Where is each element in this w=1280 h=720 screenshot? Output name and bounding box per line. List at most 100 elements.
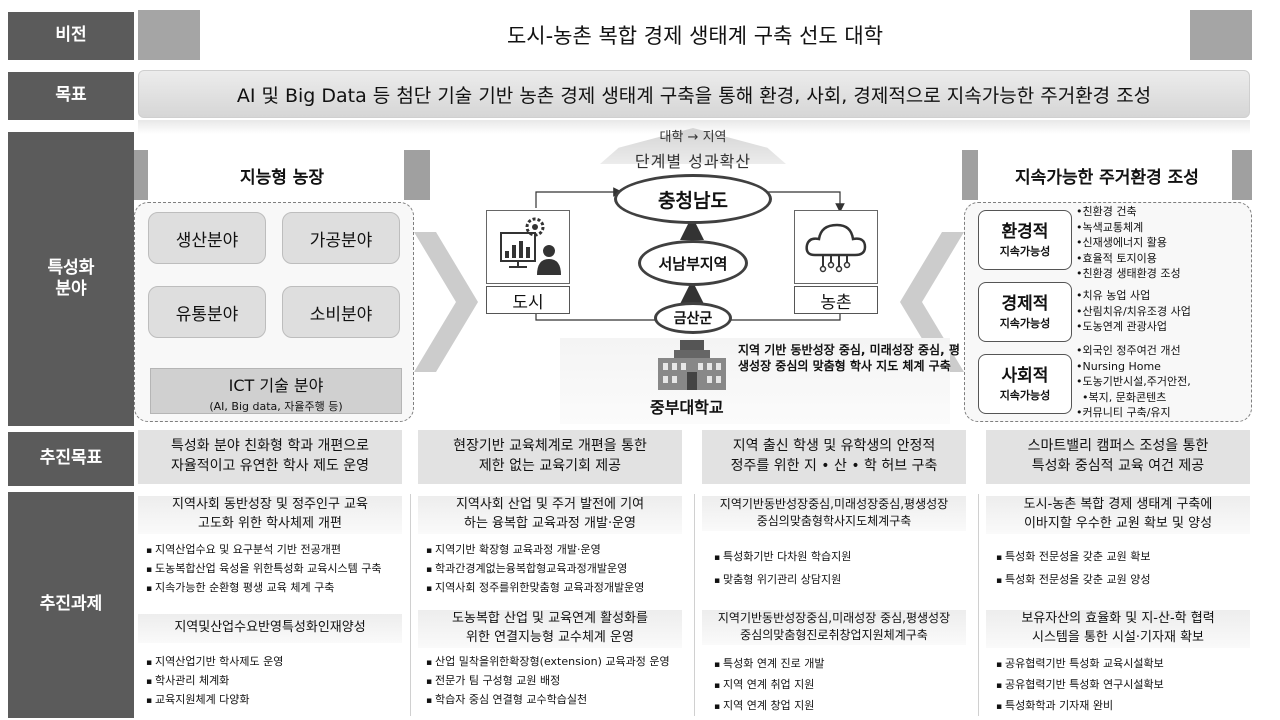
- pillar-sub: 지속가능성: [999, 389, 1051, 402]
- list-item: 맞춤형 위기관리 상담지원: [714, 569, 851, 592]
- university-area: [560, 338, 950, 424]
- vision-text: 도시-농촌 복합 경제 생태계 구축 선도 대학: [506, 24, 884, 48]
- task-header: 지역기반동반성장중심,미래성장중심,평생성장 중심의맞춤형학사지도체계구축: [702, 496, 966, 531]
- field-processing: 가공분야: [282, 212, 400, 264]
- pillar-environmental-list: 친환경 건축 녹색교통체계 신재생에너지 활용 효율적 토지이용 친환경 생태환…: [1076, 204, 1181, 282]
- task-header: 지역사회 동반성장 및 정주인구 교육 고도화 위한 학사체제 개편: [138, 496, 402, 534]
- city-box: 도시: [486, 286, 570, 314]
- list-item: 도농연계 관광사업: [1076, 319, 1191, 335]
- left-panel-title: 지능형 농장: [134, 150, 430, 200]
- target-card-3: 지역 출신 학생 및 유학생의 안정적 정주를 위한 지 • 산 • 학 허브 …: [702, 430, 966, 484]
- list-item: 특성화학과 기자재 완비: [996, 696, 1164, 717]
- pillar-name: 사회적: [1001, 366, 1049, 386]
- task-list: 특성화 연계 진로 개발 지역 연계 취업 지원 지역 연계 창업 지원: [714, 654, 825, 717]
- task-list: 특성화기반 다차원 학습지원 맞춤형 위기관리 상담지원: [714, 546, 851, 592]
- list-item: 녹색교통체계: [1076, 220, 1181, 236]
- pillar-name: 경제적: [1001, 294, 1049, 314]
- list-item: 커뮤니티 구축/유지: [1076, 405, 1191, 421]
- right-panel-title: 지속가능한 주거환경 조성: [962, 150, 1252, 200]
- list-item: 지역 연계 취업 지원: [714, 675, 825, 696]
- province-oval: 충청남도: [614, 174, 772, 224]
- field-production: 생산분야: [148, 212, 266, 264]
- pillar-name: 환경적: [1001, 222, 1049, 242]
- column-divider: [694, 494, 695, 716]
- label-specialization: 특성화 분야: [8, 132, 134, 426]
- ict-title: ICT 기술 분야: [228, 376, 324, 395]
- task-header: 도농복합 산업 및 교육연계 활성화를 위한 연결지능형 교수체계 운영: [418, 610, 682, 648]
- list-item: 특성화 연계 진로 개발: [714, 654, 825, 675]
- university-building-icon: [658, 340, 726, 390]
- label-goal: 목표: [8, 72, 134, 120]
- list-item: 학사관리 체계화: [146, 672, 283, 691]
- task-header: 지역기반동반성장중심,미래성장 중심,평생성장 중심의맞춤형진로취창업지원체계구…: [702, 610, 966, 645]
- task-header: 보유자산의 효율화 및 지-산-학 협력 시스템을 통한 시설·기자재 확보: [986, 610, 1250, 648]
- task-list: 산업 밀착을위한확장형(extension) 교육과정 운영 전문가 팀 구성형…: [426, 653, 670, 710]
- label-vision: 비전: [8, 12, 134, 60]
- list-item: 도농기반시설,주거안전,: [1076, 374, 1191, 390]
- label-targets: 추진목표: [8, 432, 134, 486]
- list-item: 치유 농업 사업: [1076, 288, 1191, 304]
- list-item: 산업 밀착을위한확장형(extension) 교육과정 운영: [426, 653, 670, 672]
- list-item: 지역 연계 창업 지원: [714, 696, 825, 717]
- task-list: 공유협력기반 특성화 교육시설확보 공유협력기반 특성화 연구시설확보 특성화학…: [996, 654, 1164, 717]
- university-name: 중부대학교: [650, 398, 724, 417]
- pillar-economic: 경제적 지속가능성: [978, 282, 1072, 342]
- list-item: 교육지원체계 다양화: [146, 691, 283, 710]
- list-item: 특성화 전문성을 갖춘 교원 확보: [996, 546, 1151, 569]
- list-item: 외국인 정주여건 개선: [1076, 343, 1191, 359]
- cloud-network-icon: [805, 223, 867, 273]
- list-item: 지역사회 정주를위한맞춤형 교육과정개발운영: [426, 579, 644, 598]
- list-item: 지역산업수요 및 요구분석 기반 전공개편: [146, 541, 381, 560]
- list-item: 복지, 문화콘텐츠: [1076, 390, 1191, 406]
- task-list: 특성화 전문성을 갖춘 교원 확보 특성화 전문성을 갖춘 교원 양성: [996, 546, 1151, 592]
- pillar-environmental: 환경적 지속가능성: [978, 210, 1072, 270]
- list-item: 지역기반 확장형 교육과정 개발·운영: [426, 541, 644, 560]
- task-list: 지역산업수요 및 요구분석 기반 전공개편 도농복합산업 육성을 위한특성화 교…: [146, 541, 382, 598]
- field-distribution: 유통분야: [148, 286, 266, 338]
- list-item: 도농복합산업 육성을 위한특성화 교육시스템 구축: [146, 560, 382, 579]
- column-divider: [410, 494, 411, 716]
- list-item: 특성화기반 다차원 학습지원: [714, 546, 851, 569]
- pillar-social-list: 외국인 정주여건 개선 Nursing Home 도농기반시설,주거안전, 복지…: [1076, 343, 1191, 421]
- pillar-sub: 지속가능성: [999, 245, 1051, 258]
- fade-band: [138, 120, 1250, 134]
- left-big-arrow: [414, 232, 478, 372]
- gear-monitor-person-icon: [500, 217, 561, 275]
- task-list: 지역기반 확장형 교육과정 개발·운영 학과간경계없는융복합형교육과정개발운영 …: [426, 541, 644, 598]
- vision-bar: [138, 10, 1252, 60]
- list-item: 전문가 팀 구성형 교원 배정: [426, 672, 670, 691]
- city-icon-box: [486, 210, 570, 284]
- task-header: 도시-농촌 복합 경제 생태계 구축에 이바지할 우수한 교원 확보 및 양성: [986, 496, 1250, 534]
- ict-sub: (AI, Big data, 자율주행 등): [209, 400, 343, 413]
- list-item: 친환경 건축: [1076, 204, 1181, 220]
- list-item: Nursing Home: [1076, 359, 1191, 375]
- task-header: 지역및산업수요반영특성화인재양성: [138, 614, 402, 643]
- pillar-sub: 지속가능성: [999, 317, 1051, 330]
- list-item: 효율적 토지이용: [1076, 251, 1181, 267]
- target-card-1: 특성화 분야 친화형 학과 개편으로 자율적이고 유연한 학사 제도 운영: [138, 430, 402, 484]
- ict-box: ICT 기술 분야 (AI, Big data, 자율주행 등): [150, 368, 402, 414]
- pillar-social: 사회적 지속가능성: [978, 354, 1072, 414]
- rural-icon-box: [794, 210, 878, 284]
- field-consumption: 소비분야: [282, 286, 400, 338]
- task-list: 지역산업기반 학사제도 운영 학사관리 체계화 교육지원체계 다양화: [146, 653, 283, 710]
- list-item: 친환경 생태환경 조성: [1076, 266, 1181, 282]
- list-item: 산림치유/치유조경 사업: [1076, 304, 1191, 320]
- pillar-economic-list: 치유 농업 사업 산림치유/치유조경 사업 도농연계 관광사업: [1076, 288, 1191, 335]
- target-card-4: 스마트밸리 캠퍼스 조성을 통한 특성화 중심적 교육 여건 제공: [986, 430, 1250, 484]
- rural-box: 농촌: [794, 286, 878, 314]
- goal-text: AI 및 Big Data 등 첨단 기술 기반 농촌 경제 생태계 구축을 통…: [138, 70, 1250, 118]
- list-item: 학과간경계없는융복합형교육과정개발운영: [426, 560, 644, 579]
- list-item: 지역산업기반 학사제도 운영: [146, 653, 283, 672]
- list-item: 신재생에너지 활용: [1076, 235, 1181, 251]
- list-item: 공유협력기반 특성화 연구시설확보: [996, 675, 1164, 696]
- stage-main: 단계별 성과확산: [634, 152, 752, 171]
- region-oval: 서남부지역: [638, 240, 748, 286]
- list-item: 공유협력기반 특성화 교육시설확보: [996, 654, 1164, 675]
- target-card-2: 현장기반 교육체계로 개편을 통한 제한 없는 교육기회 제공: [418, 430, 682, 484]
- label-tasks: 추진과제: [8, 492, 134, 718]
- county-oval: 금산군: [654, 302, 732, 334]
- university-desc: 지역 기반 동반성장 중심, 미래성장 중심, 평생성장 중심의 맞춤형 학사 …: [738, 343, 960, 374]
- list-item: 특성화 전문성을 갖춘 교원 양성: [996, 569, 1151, 592]
- list-item: 학습자 중심 연결형 교수학습실천: [426, 691, 670, 710]
